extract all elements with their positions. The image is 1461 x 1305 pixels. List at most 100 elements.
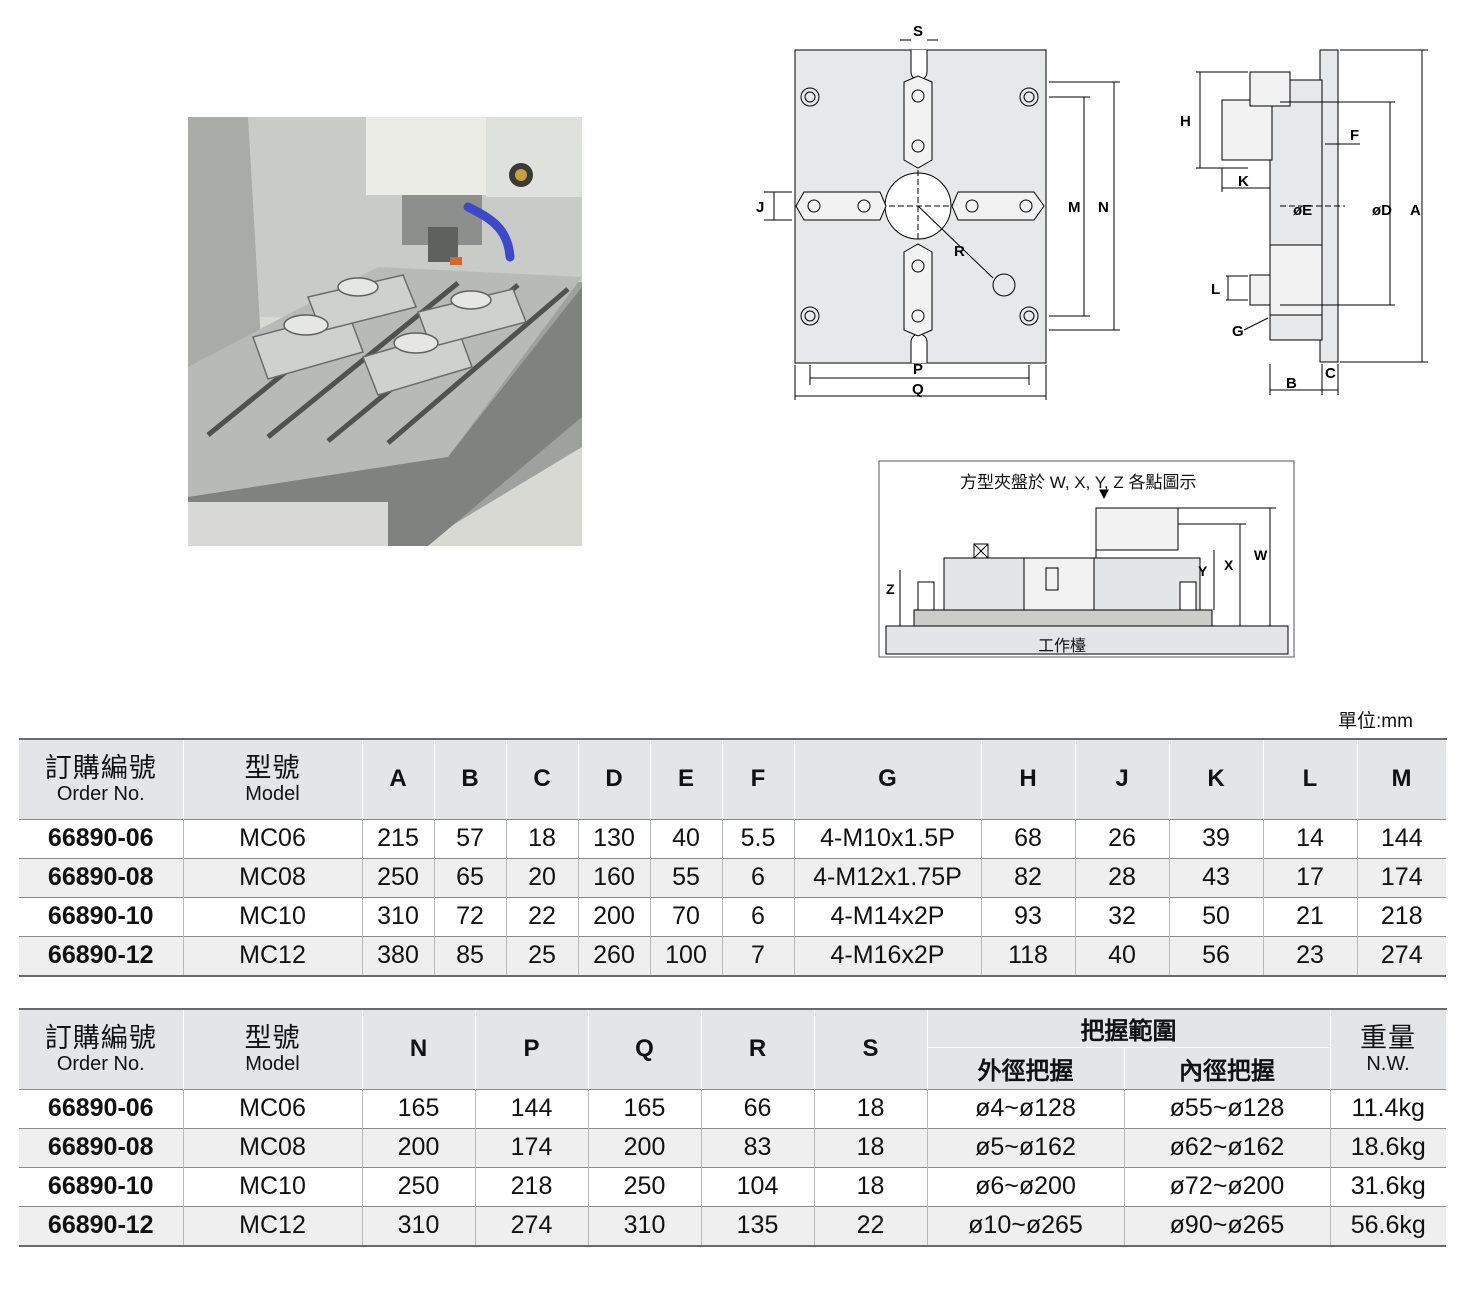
cell-weight: 11.4kg [1329, 1088, 1446, 1128]
table-row: 66890-10 MC10 310 72 22 200 70 6 4-M14x2… [19, 896, 1446, 936]
cell-q: 200 [587, 1127, 701, 1167]
table-row: 66890-12 MC12 310 274 310 135 22 ø10~ø26… [19, 1205, 1446, 1247]
cell-inner-grip: ø90~ø265 [1123, 1205, 1330, 1247]
order-no-cell: 66890-12 [19, 935, 183, 977]
dim-label-j: J [756, 199, 764, 216]
cell-b: 72 [433, 896, 506, 936]
dim-label-f: F [1350, 127, 1359, 144]
order-no-cell: 66890-10 [19, 1166, 183, 1206]
dim-label-n: N [1098, 199, 1109, 216]
table-row: 66890-08 MC08 250 65 20 160 55 6 4-M12x1… [19, 857, 1446, 897]
order-no-cell: 66890-08 [19, 1127, 183, 1167]
cell-l: 17 [1262, 857, 1357, 897]
dim-label-y: Y [1198, 563, 1208, 579]
mount-height-diagram: Z Y X W 方型夾盤於 W, X, Y, Z 各點圖示 工作檯 [878, 460, 1295, 658]
cell-k: 39 [1168, 818, 1263, 858]
order-no-cell: 66890-10 [19, 896, 183, 936]
cell-inner-grip: ø62~ø162 [1123, 1127, 1330, 1167]
cell-f: 6 [721, 857, 794, 897]
cell-b: 65 [433, 857, 506, 897]
cell-weight: 18.6kg [1329, 1127, 1446, 1167]
cell-p: 144 [474, 1088, 588, 1128]
model-cell: MC08 [182, 1127, 362, 1167]
dim-label-c: C [1325, 365, 1336, 382]
cell-r: 135 [700, 1205, 814, 1247]
model-cell: MC10 [182, 896, 362, 936]
dim-label-a: A [1410, 202, 1421, 219]
col-header-q: Q [587, 1008, 702, 1089]
model-cell: MC10 [182, 1166, 362, 1206]
cell-e: 40 [649, 818, 722, 858]
cell-outer-grip: ø6~ø200 [926, 1166, 1124, 1206]
cell-n: 200 [361, 1127, 475, 1167]
order-no-cell: 66890-06 [19, 1088, 183, 1128]
dim-label-l: L [1211, 281, 1220, 298]
col-header-g: G [793, 738, 982, 819]
cell-b: 85 [433, 935, 506, 977]
cell-a: 215 [361, 818, 434, 858]
order-no-cell: 66890-08 [19, 857, 183, 897]
dim-label-r: R [954, 243, 965, 260]
cell-s: 18 [813, 1166, 927, 1206]
dim-label-h: H [1180, 113, 1191, 130]
model-cell: MC06 [182, 1088, 362, 1128]
cell-g: 4-M14x2P [793, 896, 981, 936]
cell-s: 18 [813, 1127, 927, 1167]
cell-r: 66 [700, 1088, 814, 1128]
cell-n: 250 [361, 1166, 475, 1206]
cell-n: 310 [361, 1205, 475, 1247]
cell-c: 18 [505, 818, 578, 858]
col-header-p: P [474, 1008, 589, 1089]
dim-label-w: W [1254, 547, 1268, 563]
col-header-b: B [433, 738, 507, 819]
model-cell: MC12 [182, 935, 362, 977]
table-row: 66890-10 MC10 250 218 250 104 18 ø6~ø200… [19, 1166, 1446, 1206]
cell-a: 250 [361, 857, 434, 897]
cell-a: 310 [361, 896, 434, 936]
cell-k: 43 [1168, 857, 1263, 897]
dim-label-b: B [1286, 375, 1297, 392]
cell-l: 14 [1262, 818, 1357, 858]
cell-outer-grip: ø5~ø162 [926, 1127, 1124, 1167]
cell-d: 260 [577, 935, 650, 977]
col-header-a: A [361, 738, 435, 819]
model-cell: MC08 [182, 857, 362, 897]
dim-label-x: X [1224, 557, 1234, 573]
table-row: 66890-08 MC08 200 174 200 83 18 ø5~ø162 … [19, 1127, 1446, 1167]
cell-h: 82 [980, 857, 1075, 897]
dim-label-q: Q [912, 381, 924, 398]
work-table-label: 工作檯 [1038, 638, 1087, 655]
cell-outer-grip: ø10~ø265 [926, 1205, 1124, 1247]
col-header-m: M [1356, 738, 1447, 819]
grip-range-header: 把握範圍 [926, 1008, 1331, 1048]
cell-p: 274 [474, 1205, 588, 1247]
dim-label-z: Z [886, 581, 895, 597]
outer-grip-header: 外徑把握 [926, 1047, 1125, 1089]
dim-label-d: øD [1372, 202, 1392, 219]
cell-n: 165 [361, 1088, 475, 1128]
cell-c: 22 [505, 896, 578, 936]
col-header-c: C [505, 738, 579, 819]
cell-m: 144 [1356, 818, 1446, 858]
order-no-cell: 66890-06 [19, 818, 183, 858]
cell-h: 68 [980, 818, 1075, 858]
cell-weight: 56.6kg [1329, 1205, 1446, 1247]
chuck-front-view-drawing: S J M N R P Q [756, 23, 1120, 400]
dim-label-p: P [913, 361, 923, 378]
cell-m: 174 [1356, 857, 1446, 897]
cell-l: 23 [1262, 935, 1357, 977]
cell-b: 57 [433, 818, 506, 858]
cell-inner-grip: ø55~ø128 [1123, 1088, 1330, 1128]
chuck-side-view-drawing: H F K øE øD A L G B C [1180, 49, 1428, 395]
col-header-n: N [361, 1008, 476, 1089]
cell-g: 4-M10x1.5P [793, 818, 981, 858]
cell-weight: 31.6kg [1329, 1166, 1446, 1206]
machine-table-photo [188, 117, 582, 546]
cell-h: 93 [980, 896, 1075, 936]
col-header-l: L [1262, 738, 1358, 819]
cell-g: 4-M12x1.75P [793, 857, 981, 897]
mount-diagram-caption: 方型夾盤於 W, X, Y, Z 各點圖示 [960, 473, 1197, 492]
